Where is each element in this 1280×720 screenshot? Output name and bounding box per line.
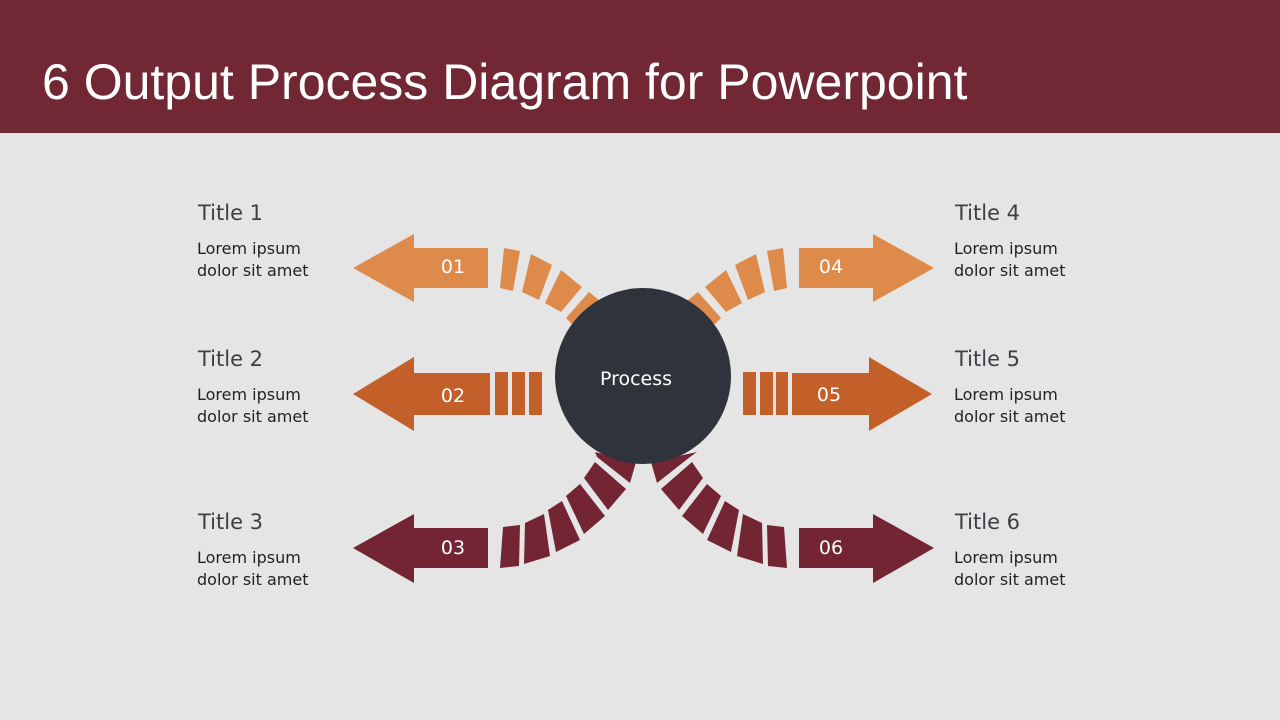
item-3-description: Lorem ipsum dolor sit amet bbox=[197, 547, 347, 591]
arrow-03-number: 03 bbox=[441, 537, 465, 559]
arrow-03-body bbox=[353, 514, 488, 583]
item-3-desc-line1: Lorem ipsum bbox=[197, 548, 301, 567]
arrow-04-dash bbox=[735, 254, 765, 300]
item-4-desc-line1: Lorem ipsum bbox=[954, 239, 1058, 258]
item-2-desc-line2: dolor sit amet bbox=[197, 407, 309, 426]
item-4-description: Lorem ipsum dolor sit amet bbox=[954, 238, 1104, 282]
item-1-description: Lorem ipsum dolor sit amet bbox=[197, 238, 347, 282]
arrow-03-dash bbox=[524, 514, 550, 564]
item-5-desc-line1: Lorem ipsum bbox=[954, 385, 1058, 404]
arrow-06-dash bbox=[661, 462, 703, 510]
arrow-06-dash bbox=[737, 514, 763, 564]
arrow-06 bbox=[651, 452, 934, 583]
item-2-title: Title 2 bbox=[198, 347, 264, 371]
item-6-desc-line2: dolor sit amet bbox=[954, 570, 1066, 589]
arrow-05: 05 bbox=[743, 357, 932, 431]
arrow-04-dash bbox=[767, 248, 787, 291]
arrow-03 bbox=[353, 452, 636, 583]
arrow-03-dash bbox=[584, 462, 626, 510]
arrow-01-number: 01 bbox=[441, 256, 465, 278]
item-6-title: Title 6 bbox=[955, 510, 1021, 534]
arrow-05-body bbox=[792, 357, 932, 431]
arrow-03-dash bbox=[548, 501, 580, 552]
arrow-04-number: 04 bbox=[819, 256, 843, 278]
arrow-06-body bbox=[799, 514, 934, 583]
item-4-title: Title 4 bbox=[955, 201, 1021, 225]
arrow-05-dash bbox=[743, 372, 756, 415]
arrow-02: 02 bbox=[353, 357, 542, 431]
item-5-description: Lorem ipsum dolor sit amet bbox=[954, 384, 1104, 428]
arrow-03-dash bbox=[566, 484, 605, 534]
arrow-01-dash bbox=[566, 292, 605, 324]
item-1-desc-line1: Lorem ipsum bbox=[197, 239, 301, 258]
item-1-title: Title 1 bbox=[198, 201, 264, 225]
arrow-02-number: 02 bbox=[441, 385, 465, 407]
arrow-02-body bbox=[353, 357, 490, 431]
arrow-01-dash bbox=[522, 254, 552, 300]
arrow-05-dash bbox=[776, 372, 788, 415]
page-title: 6 Output Process Diagram for Powerpoint bbox=[42, 54, 968, 110]
item-5-title: Title 5 bbox=[955, 347, 1021, 371]
arrow-02-dash bbox=[495, 372, 508, 415]
item-6-description: Lorem ipsum dolor sit amet bbox=[954, 547, 1104, 591]
arrow-06-dash bbox=[707, 501, 739, 552]
arrow-04-dash bbox=[705, 270, 742, 312]
arrow-01-dash bbox=[500, 248, 520, 291]
arrow-01: 01 bbox=[353, 234, 605, 324]
header-bar bbox=[0, 0, 1280, 133]
arrow-05-dash bbox=[760, 372, 773, 415]
item-2-description: Lorem ipsum dolor sit amet bbox=[197, 384, 347, 428]
arrow-02-dash bbox=[512, 372, 525, 415]
arrow-04: 04 bbox=[683, 234, 934, 324]
arrow-04-body bbox=[799, 234, 934, 302]
arrow-06-number: 06 bbox=[819, 537, 843, 559]
arrow-06-dash bbox=[767, 525, 787, 568]
item-5-desc-line2: dolor sit amet bbox=[954, 407, 1066, 426]
item-1-desc-line2: dolor sit amet bbox=[197, 261, 309, 280]
arrow-06-dash bbox=[682, 484, 721, 534]
arrow-01-body bbox=[353, 234, 488, 302]
item-6-desc-line1: Lorem ipsum bbox=[954, 548, 1058, 567]
item-4-desc-line2: dolor sit amet bbox=[954, 261, 1066, 280]
item-3-desc-line2: dolor sit amet bbox=[197, 570, 309, 589]
process-circle bbox=[555, 288, 731, 464]
arrow-03-dash bbox=[500, 525, 520, 568]
arrow-04-dash bbox=[683, 292, 721, 324]
arrow-02-dash bbox=[529, 372, 542, 415]
process-label: Process bbox=[600, 368, 672, 390]
item-3-title: Title 3 bbox=[198, 510, 264, 534]
item-2-desc-line1: Lorem ipsum bbox=[197, 385, 301, 404]
arrow-05-number: 05 bbox=[817, 384, 841, 406]
arrow-01-dash bbox=[545, 270, 582, 312]
